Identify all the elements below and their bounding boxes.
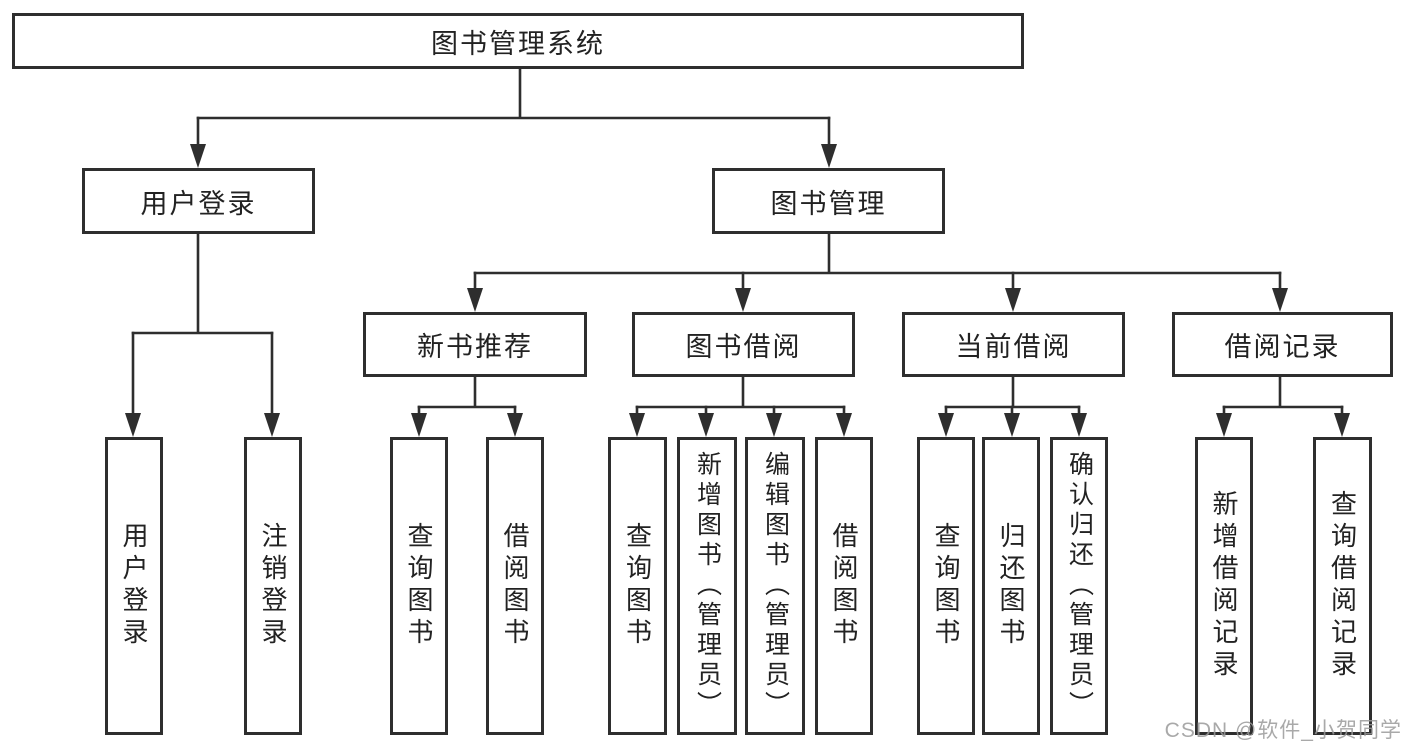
leaf-return-book-label: 归还图书 bbox=[996, 522, 1026, 650]
leaf-logout-label: 注销登录 bbox=[258, 522, 288, 650]
node-root-label: 图书管理系统 bbox=[431, 28, 605, 59]
leaf-borrow-books-1: 借阅图书 bbox=[486, 437, 544, 735]
leaf-user-login: 用户登录 bbox=[105, 437, 163, 735]
leaf-confirm-return-admin-label: 确认归还（管理员） bbox=[1065, 451, 1094, 721]
node-new-book-recommend-label: 新书推荐 bbox=[417, 332, 533, 362]
node-user-login-label: 用户登录 bbox=[140, 188, 257, 219]
leaf-add-book-admin-label: 新增图书（管理员） bbox=[693, 451, 722, 721]
leaf-query-books-1: 查询图书 bbox=[390, 437, 448, 735]
node-current-borrow: 当前借阅 bbox=[902, 312, 1125, 377]
leaf-query-books-3-label: 查询图书 bbox=[931, 522, 961, 650]
node-book-borrow: 图书借阅 bbox=[632, 312, 855, 377]
node-borrow-records-label: 借阅记录 bbox=[1224, 332, 1341, 362]
watermark: CSDN @软件_小贺同学 bbox=[1164, 719, 1402, 742]
leaf-edit-book-admin-label: 编辑图书（管理员） bbox=[761, 451, 790, 721]
node-root: 图书管理系统 bbox=[12, 13, 1024, 69]
leaf-borrow-books-1-label: 借阅图书 bbox=[500, 522, 530, 650]
node-book-management: 图书管理 bbox=[712, 168, 945, 234]
leaf-query-books-1-label: 查询图书 bbox=[404, 522, 434, 650]
leaf-return-book: 归还图书 bbox=[982, 437, 1040, 735]
leaf-add-borrow-record: 新增借阅记录 bbox=[1195, 437, 1253, 735]
leaf-logout: 注销登录 bbox=[244, 437, 302, 735]
leaf-add-book-admin: 新增图书（管理员） bbox=[677, 437, 737, 735]
node-book-management-label: 图书管理 bbox=[770, 188, 887, 219]
leaf-query-books-2-label: 查询图书 bbox=[622, 522, 653, 650]
leaf-borrow-books-2: 借阅图书 bbox=[815, 437, 873, 735]
leaf-query-books-3: 查询图书 bbox=[917, 437, 975, 735]
leaf-query-borrow-record: 查询借阅记录 bbox=[1313, 437, 1372, 735]
node-new-book-recommend: 新书推荐 bbox=[363, 312, 587, 377]
node-book-borrow-label: 图书借阅 bbox=[685, 332, 802, 362]
node-borrow-records: 借阅记录 bbox=[1172, 312, 1393, 377]
leaf-borrow-books-2-label: 借阅图书 bbox=[829, 522, 859, 650]
node-user-login: 用户登录 bbox=[82, 168, 315, 234]
leaf-query-books-2: 查询图书 bbox=[608, 437, 667, 735]
leaf-confirm-return-admin: 确认归还（管理员） bbox=[1050, 437, 1108, 735]
leaf-user-login-label: 用户登录 bbox=[119, 522, 149, 650]
leaf-add-borrow-record-label: 新增借阅记录 bbox=[1209, 490, 1239, 682]
node-current-borrow-label: 当前借阅 bbox=[955, 332, 1072, 362]
leaf-query-borrow-record-label: 查询借阅记录 bbox=[1327, 490, 1358, 682]
leaf-edit-book-admin: 编辑图书（管理员） bbox=[745, 437, 805, 735]
